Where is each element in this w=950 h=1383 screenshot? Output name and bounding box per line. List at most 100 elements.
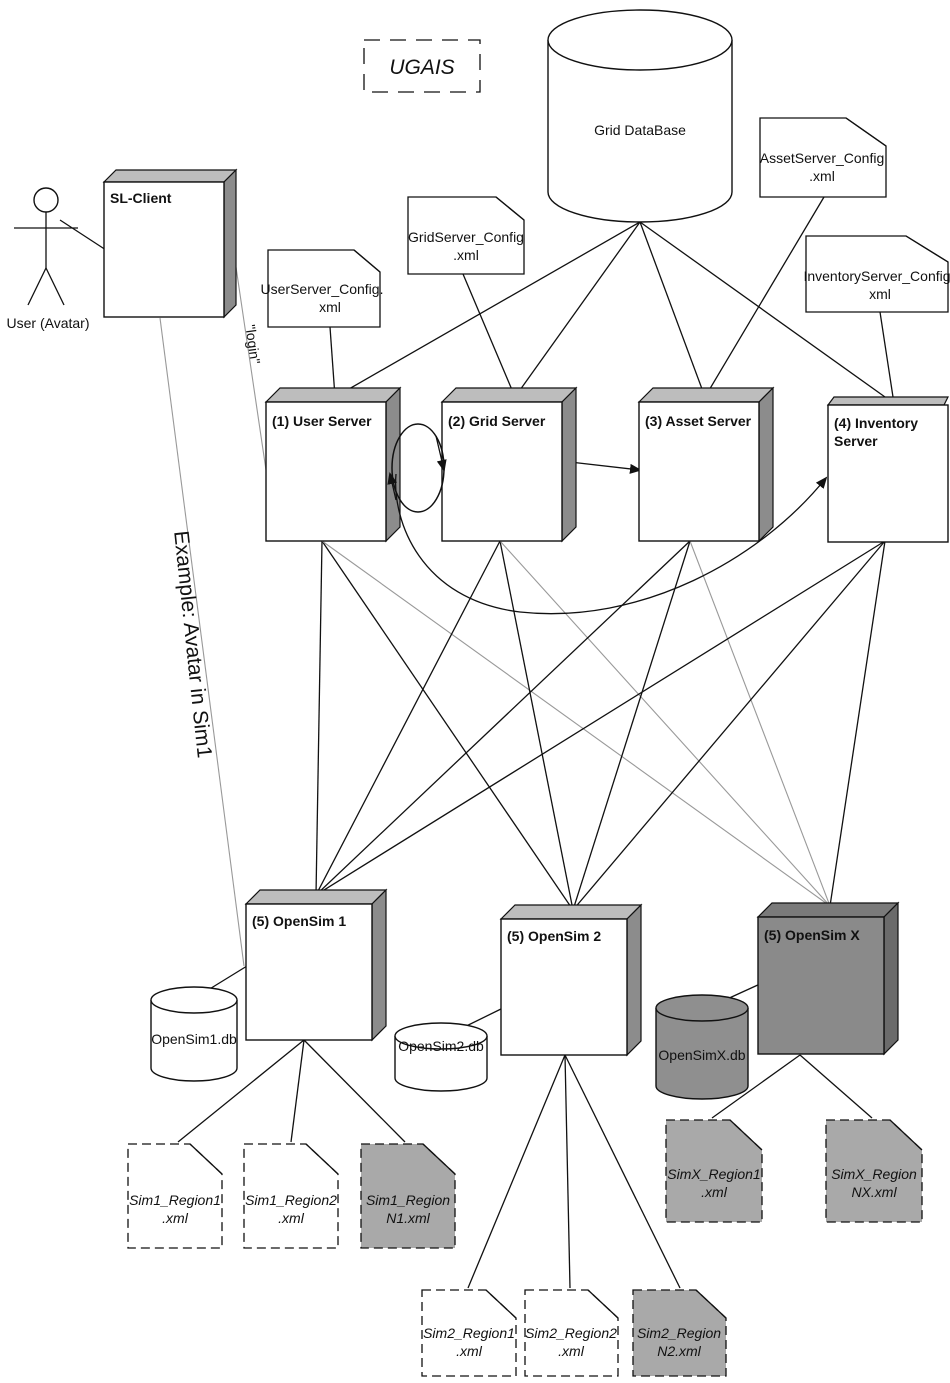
simx-regionNX-fold (889, 1119, 923, 1151)
actor-client-line (59, 219, 107, 251)
opensim1-front (245, 903, 373, 1041)
sim2-region2-fold (587, 1289, 619, 1319)
simx-regionNX-line1: SimX_Region (831, 1166, 917, 1182)
sim1-regionN1-line2: N1.xml (386, 1210, 430, 1226)
asset-server-label: (3) Asset Server (645, 413, 752, 429)
sl-client-node: SL-Client (102, 168, 238, 319)
opensimx-db-top (655, 994, 749, 1022)
sim1-region2-doc: Sim1_Region2 .xml (243, 1143, 339, 1249)
u-sx (321, 540, 831, 907)
actor-label: User (Avatar) (7, 315, 90, 331)
user-inventory-curve (394, 473, 828, 615)
db-inventory-line (639, 221, 886, 398)
g-sx (499, 540, 831, 907)
opensim2-front (500, 918, 628, 1056)
gridconfig-line (462, 273, 516, 398)
inventoryserver-config-shape (805, 235, 949, 313)
loop-arrow-grid (435, 435, 447, 472)
u-s1 (315, 540, 323, 896)
opensimx-label: (5) OpenSim X (764, 927, 860, 943)
sim2-region2-line1: Sim2_Region2 (525, 1325, 617, 1341)
sim2-regionN2-shape (632, 1289, 727, 1377)
sim2-region1-fold (485, 1289, 517, 1319)
ugais-label: UGAIS (389, 56, 454, 79)
user-server-node: (1) User Server (264, 386, 402, 543)
opensimx-db-body (655, 1008, 749, 1100)
db-grid-line (514, 221, 641, 398)
grid-server-top (440, 387, 578, 403)
userconfig-line (329, 326, 336, 398)
a-s2 (572, 540, 691, 911)
opensimx-node: (5) OpenSim X (756, 901, 900, 1056)
sim1-region1-doc: Sim1_Region1 .xml (127, 1143, 223, 1249)
example-line (159, 317, 245, 967)
opensim1-db-label: OpenSim1.db (151, 1031, 237, 1047)
inventory-server-label-2: Server (834, 433, 878, 449)
s2-r3 (564, 1054, 681, 1289)
sim2-region1-line2: .xml (456, 1343, 483, 1359)
ugais-frame (363, 39, 481, 93)
user-actor: User (Avatar) (7, 187, 90, 331)
grid-database: Grid DataBase (547, 9, 733, 223)
inventory-server-front (827, 404, 949, 543)
gridserver-config-line1: GridServer_Config (408, 229, 524, 245)
a-s1 (315, 540, 691, 896)
opensimx-top (756, 902, 900, 918)
sim1-regionN1-line1: Sim1_Region (366, 1192, 450, 1208)
sx-r1 (711, 1054, 801, 1119)
asset-server-front (638, 401, 760, 542)
user-grid-loop (387, 423, 828, 615)
opensim1-db-body (150, 1000, 238, 1082)
assetserver-config-doc: AssetServer_Config .xml (759, 117, 887, 198)
ugais-title-box: UGAIS (363, 39, 481, 93)
s1-r3 (303, 1039, 406, 1143)
gridserver-config-shape (407, 196, 525, 275)
opensim1-db: OpenSim1.db (150, 986, 238, 1082)
inventoryserver-config-line1: InventoryServer_Config (803, 268, 950, 284)
asset-server-node: (3) Asset Server (637, 386, 775, 543)
sim2-region1-shape (421, 1289, 517, 1377)
i-s2 (572, 540, 886, 911)
opensimx-db-label: OpenSimX.db (658, 1047, 745, 1063)
sim1-region2-fold (305, 1143, 339, 1175)
sim2-region1-line1: Sim2_Region1 (423, 1325, 515, 1341)
connector-lines (59, 196, 894, 1289)
sim2-regionN2-line2: N2.xml (657, 1343, 701, 1359)
actor-leg-left (27, 267, 47, 306)
actor-head-icon (33, 187, 59, 213)
gridserver-config-fold (495, 196, 525, 221)
sim1-regionN1-shape (360, 1143, 456, 1249)
i-sx (829, 540, 886, 907)
grid-db-body (547, 40, 733, 223)
loop-arrow-user (387, 472, 398, 501)
sl-client-side (223, 168, 237, 319)
assetserver-config-line1: AssetServer_Config (760, 150, 885, 166)
inventoryserver-config-line2: xml (869, 286, 891, 302)
simx-regionNX-doc: SimX_Region NX.xml (825, 1119, 923, 1223)
s1-r2 (290, 1039, 305, 1143)
grid-db-label: Grid DataBase (594, 122, 686, 138)
opensim2-node: (5) OpenSim 2 (499, 903, 643, 1057)
sim1-regionN1-doc: Sim1_Region N1.xml (360, 1143, 456, 1249)
sim1-region1-shape (127, 1143, 223, 1249)
inventory-server-label-1: (4) Inventory (834, 415, 918, 431)
db-user-line (334, 221, 641, 398)
asset-server-top (637, 387, 775, 403)
sx-r2 (799, 1054, 873, 1119)
sim2-region1-doc: Sim2_Region1 .xml (421, 1289, 517, 1377)
inventoryserver-config-doc: InventoryServer_Config xml (803, 235, 950, 313)
sim1-region2-line1: Sim1_Region2 (245, 1192, 337, 1208)
sim1-region1-line2: .xml (162, 1210, 189, 1226)
simx-region1-shape (665, 1119, 763, 1223)
simx-region1-doc: SimX_Region1 .xml (665, 1119, 763, 1223)
user-server-side (385, 386, 401, 543)
gridserver-config-doc: GridServer_Config .xml (407, 196, 525, 275)
opensim2-db-body (394, 1036, 488, 1092)
a-sx (689, 540, 831, 907)
g-s1 (315, 540, 501, 896)
opensim1-db-top (150, 986, 238, 1014)
sim2-regionN2-doc: Sim2_Region N2.xml (632, 1289, 727, 1377)
user-server-top (264, 387, 402, 403)
opensimx-db: OpenSimX.db (655, 994, 749, 1100)
